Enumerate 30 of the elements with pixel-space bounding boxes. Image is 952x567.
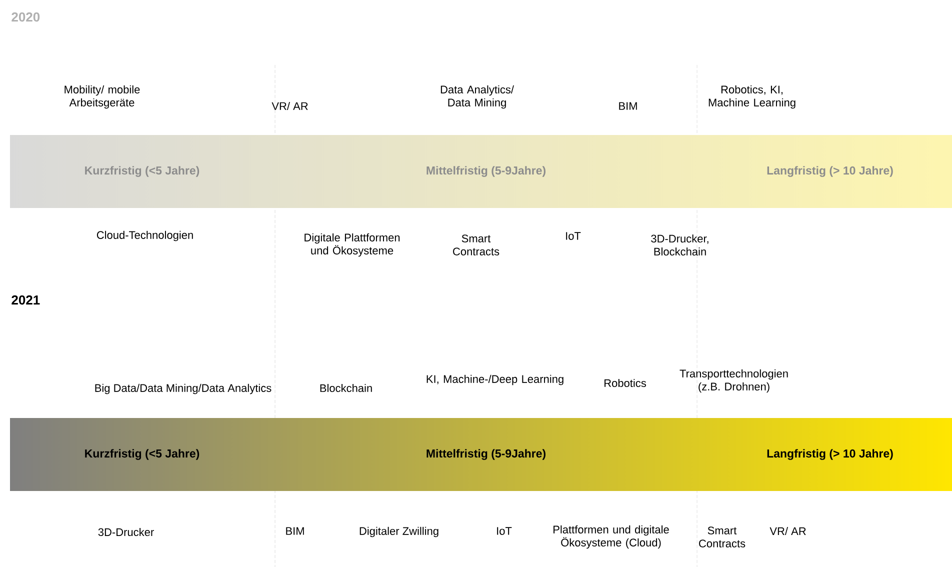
technology-label: Blockchain <box>320 384 372 392</box>
technology-label: 3D-Drucker <box>98 528 154 536</box>
band-label: Langfristig (> 10 Jahre) <box>767 449 893 460</box>
band-label: Kurzfristig (<5 Jahre) <box>85 449 200 460</box>
technology-label: Cloud-Technologien <box>96 230 193 242</box>
technology-label: IoT <box>497 527 512 535</box>
technology-label: Smart Contracts <box>453 234 500 256</box>
band-label: Langfristig (> 10 Jahre) <box>767 166 893 177</box>
technology-label: Mobility/ mobile Arbeitsgeräte <box>64 85 140 109</box>
year-heading: 2020 <box>12 12 40 22</box>
technology-label: Robotics <box>604 378 646 388</box>
technology-label: Data Analytics/ Data Mining <box>440 85 514 109</box>
technology-label: VR/ AR <box>272 102 308 110</box>
technology-label: KI, Machine-/Deep Learning <box>426 374 564 386</box>
technology-label: 3D-Drucker, Blockchain <box>651 234 708 256</box>
band-label: Kurzfristig (<5 Jahre) <box>85 166 200 177</box>
technology-label: Big Data/Data Mining/Data Analytics <box>95 384 272 394</box>
year-heading: 2021 <box>12 295 40 305</box>
technology-label: Smart Contracts <box>699 526 746 548</box>
band-label: Mittelfristig (5-9Jahre) <box>426 449 546 460</box>
technology-label: Robotics, KI, Machine Learning <box>708 85 796 109</box>
technology-label: Transporttechnologien (z.B. Drohnen) <box>680 369 788 393</box>
technology-label: BIM <box>619 102 637 110</box>
technology-label: VR/ AR <box>770 526 806 536</box>
technology-label: Digitaler Zwilling <box>360 526 438 538</box>
technology-label: Digitale Plattformen und Ökosysteme <box>304 233 400 257</box>
technology-label: Plattformen und digitale Ökosysteme (Cloud) <box>554 525 669 549</box>
technology-label: IoT <box>566 232 581 240</box>
technology-label: BIM <box>286 527 304 535</box>
band-label: Mittelfristig (5-9Jahre) <box>426 166 546 177</box>
